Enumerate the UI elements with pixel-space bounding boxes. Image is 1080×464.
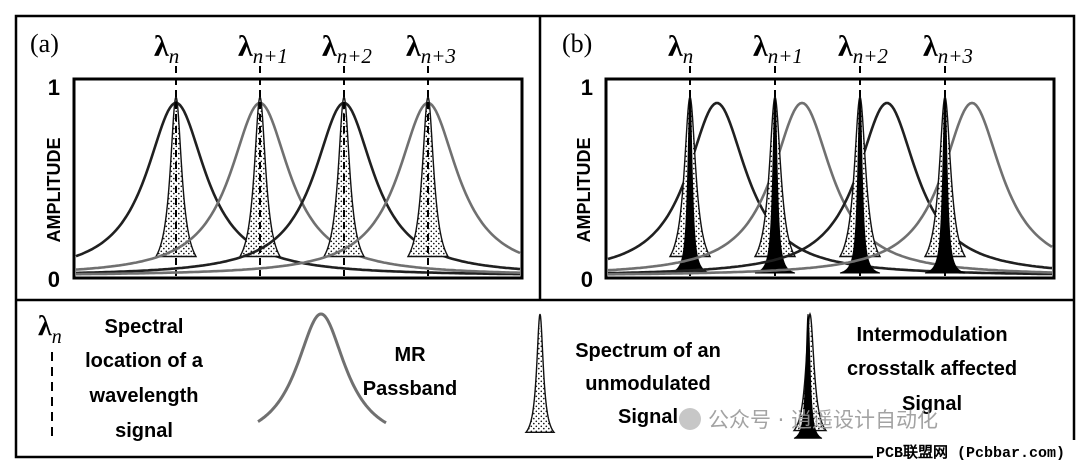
panel-a: (a) λn λn+1 λn+2 λn+3 AMPLITUDE 1 0 xyxy=(30,29,524,292)
crosstalk-spectrum xyxy=(839,96,881,274)
legend-crosstalk-core xyxy=(793,313,823,439)
legend-spectral-line3: wavelength xyxy=(89,385,199,407)
legend-passband-line1: MR xyxy=(394,344,426,366)
watermark-site-bg xyxy=(873,440,1077,462)
legend-unmodulated-line1: Spectrum of an xyxy=(575,340,721,362)
legend-crosstalk-text: Intermodulation crosstalk affected Signa… xyxy=(847,324,1017,415)
legend-crosstalk-line3: Signal xyxy=(902,393,962,415)
legend-crosstalk-peak xyxy=(792,312,828,439)
watermark-site: PCB联盟网 (Pcbbar.com) xyxy=(876,444,1065,462)
panel-a-curves xyxy=(75,66,521,276)
panel-b-plot-frame xyxy=(604,77,1056,280)
panel-a-ylabel: AMPLITUDE xyxy=(44,138,64,243)
panel-b: (b) λn λn+1 λn+2 λn+3 AMPLITUDE 1 0 xyxy=(562,29,1056,292)
legend-lambda-symbol: λn xyxy=(38,311,62,348)
legend-passband-curve xyxy=(257,312,387,425)
panel-a-wavelength-labels: λn λn+1 λn+2 λn+3 xyxy=(154,30,456,68)
mr-passband-curve xyxy=(76,101,521,276)
legend-spectral-text: Spectral location of a wavelength signal xyxy=(85,316,204,442)
panel-a-y-top: 1 xyxy=(48,75,60,100)
panel-b-y-top: 1 xyxy=(581,75,593,100)
legend: λn Spectral location of a wavelength sig… xyxy=(38,311,1017,442)
mr-passband-curve xyxy=(75,101,520,276)
legend-passband-line2: Passband xyxy=(363,378,457,400)
legend-passband-line xyxy=(257,312,387,425)
legend-passband-text: MR Passband xyxy=(363,344,457,400)
wechat-icon xyxy=(679,408,701,430)
legend-unmodulated-shape xyxy=(524,313,556,433)
mr-passband-curve xyxy=(75,101,520,275)
panel-a-y-bottom: 0 xyxy=(48,267,60,292)
outer-frame xyxy=(14,14,1076,459)
legend-unmodulated-line3: Signal xyxy=(618,406,678,428)
panel-b-wavelength-labels: λn λn+1 λn+2 λn+3 xyxy=(668,30,973,68)
wavelength-label: λn+1 xyxy=(238,30,288,68)
crosstalk-spectrum xyxy=(924,96,966,274)
legend-crosstalk-line2: crosstalk affected xyxy=(847,358,1017,380)
panel-b-ylabel: AMPLITUDE xyxy=(574,138,594,243)
wavelength-label: λn+2 xyxy=(322,30,372,68)
mr-passband-curve xyxy=(76,101,521,275)
panel-a-tag: (a) xyxy=(30,29,59,58)
panel-b-tag: (b) xyxy=(562,29,592,58)
panel-a-plot-frame xyxy=(72,77,524,280)
legend-unmodulated-line2: unmodulated xyxy=(585,373,711,395)
mr-passband-curve xyxy=(607,101,1052,276)
legend-unmodulated-text: Spectrum of an unmodulated Signal xyxy=(575,340,721,428)
panel-b-curves xyxy=(607,66,1053,276)
legend-spectral-line4: signal xyxy=(115,420,173,442)
wavelength-label: λn xyxy=(668,30,693,68)
legend-unmodulated-peak xyxy=(524,313,556,433)
legend-spectral-line2: location of a xyxy=(85,350,204,372)
wavelength-label: λn+2 xyxy=(838,30,888,68)
panel-b-y-bottom: 0 xyxy=(581,267,593,292)
legend-crosstalk-line1: Intermodulation xyxy=(856,324,1007,346)
watermark: 公众号 · 逍遥设计自动化 PCB联盟网 (Pcbbar.com) xyxy=(679,408,1077,462)
mr-passband-curve xyxy=(608,101,1053,276)
wavelength-label: λn+1 xyxy=(753,30,803,68)
mr-passband-curve xyxy=(607,101,1053,274)
wavelength-label: λn+3 xyxy=(923,30,973,68)
wavelength-label: λn xyxy=(154,30,179,68)
watermark-wechat: 公众号 · 逍遥设计自动化 xyxy=(708,408,938,432)
legend-spectral-line1: Spectral xyxy=(105,316,184,338)
mr-passband-curve xyxy=(607,101,1053,275)
wavelength-label: λn+3 xyxy=(406,30,456,68)
